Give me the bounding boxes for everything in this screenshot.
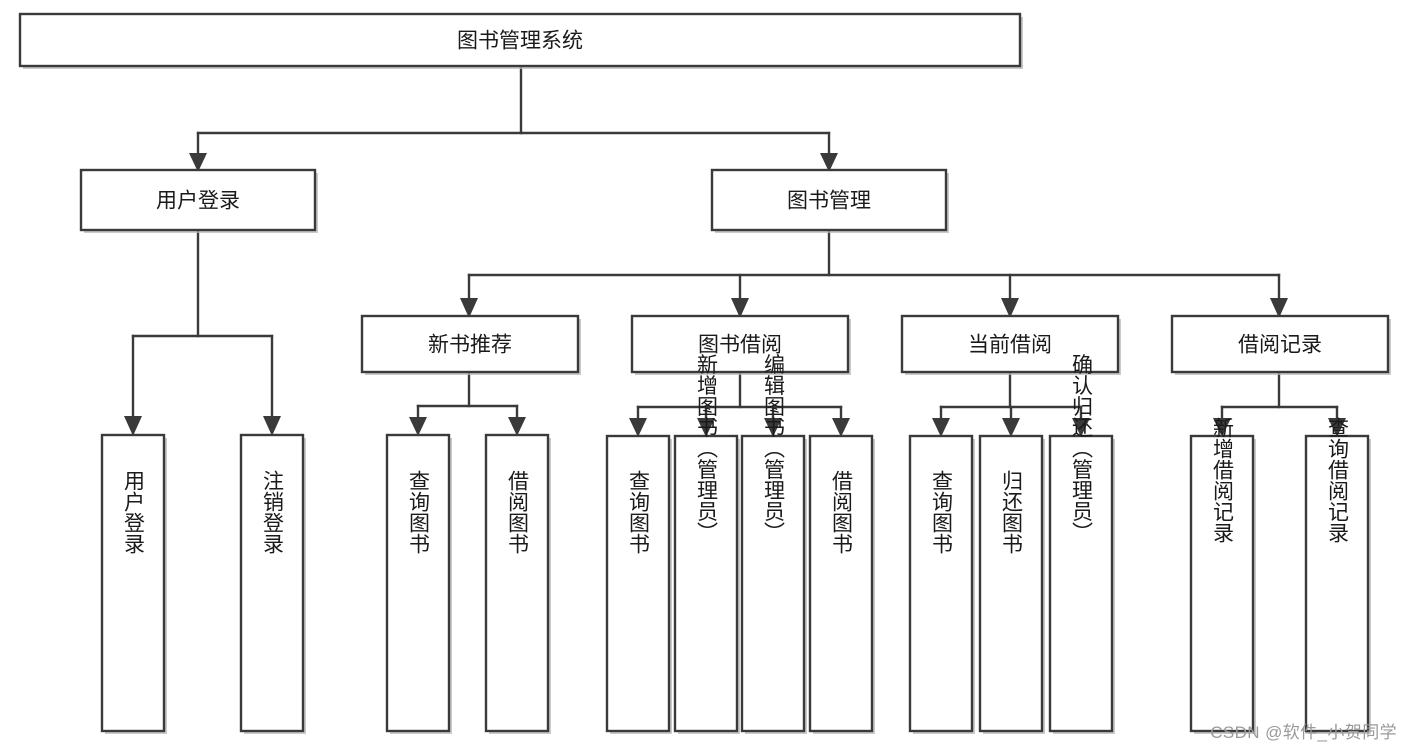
leaf-label: 注销登录 — [261, 470, 285, 554]
arrow-head-current-borrow — [1001, 298, 1019, 318]
node-leaf-br-add-record[interactable]: 新增借阅记录 — [1189, 417, 1256, 734]
leaf-box — [978, 434, 1044, 733]
node-new-book-recommend[interactable]: 新书推荐 — [360, 314, 581, 375]
node-leaf-cb-confirm-return[interactable]: 确认归还（管理员） — [1048, 354, 1115, 735]
leaf-label: 借阅图书 — [506, 470, 530, 554]
node-root-label: 图书管理系统 — [457, 30, 583, 53]
leaf-box — [808, 434, 874, 733]
leaf-label: 确认归还（管理员） — [1070, 354, 1094, 543]
node-borrow-record-box — [1170, 314, 1390, 374]
leaf-label: 查询图书 — [930, 470, 954, 554]
arrow-head-bb-leaf-2 — [697, 418, 715, 437]
leaf-label: 查询借阅记录 — [1326, 417, 1350, 543]
node-book-manage-box — [710, 168, 948, 232]
leaf-box — [385, 433, 451, 733]
node-leaf-logout[interactable]: 注销登录 — [239, 433, 306, 734]
arrow-head-br-leaf-2 — [1328, 418, 1346, 437]
leaf-box — [673, 434, 739, 733]
leaf-label: 新增图书（管理员） — [695, 354, 719, 543]
leaf-box — [605, 434, 671, 733]
node-leaf-user-login[interactable]: 用户登录 — [100, 433, 167, 734]
leaf-box — [1189, 434, 1255, 733]
node-borrow-record-label: 借阅记录 — [1238, 334, 1322, 357]
node-current-borrow-box — [900, 314, 1120, 374]
arrow-head-nb-leaf-2 — [508, 417, 526, 436]
leaf-box — [239, 433, 305, 733]
arrow-head-leaf-logout — [263, 416, 281, 436]
arrow-head-nb-leaf-1 — [409, 417, 427, 436]
node-book-borrow[interactable]: 图书借阅 — [630, 314, 851, 375]
node-leaf-cb-return-book[interactable]: 归还图书 — [978, 434, 1045, 734]
node-leaf-bb-borrow-book[interactable]: 借阅图书 — [808, 434, 875, 734]
node-new-book-label: 新书推荐 — [428, 334, 512, 357]
node-leaf-bb-query-book[interactable]: 查询图书 — [605, 434, 672, 734]
leaf-label: 归还图书 — [1000, 470, 1024, 554]
node-borrow-record[interactable]: 借阅记录 — [1170, 314, 1391, 375]
arrow-head-leaf-user-login — [124, 416, 142, 436]
leaf-box — [740, 434, 806, 733]
leaf-box — [484, 433, 550, 733]
node-book-manage-label: 图书管理 — [787, 190, 871, 213]
leaf-label: 编辑图书（管理员） — [762, 354, 786, 543]
arrow-head-user-login — [189, 153, 207, 172]
node-new-book-box — [360, 314, 580, 374]
leaf-label: 新增借阅记录 — [1211, 417, 1235, 543]
node-leaf-nb-borrow-book[interactable]: 借阅图书 — [484, 433, 551, 734]
leaf-label: 查询图书 — [407, 470, 431, 554]
arrow-head-cb-leaf-3 — [1072, 418, 1090, 437]
arrow-head-borrow-record — [1270, 298, 1288, 318]
csdn-watermark: CSDN @软件_小贺同学 — [1210, 723, 1397, 742]
node-leaf-br-query-record[interactable]: 查询借阅记录 — [1304, 417, 1371, 734]
arrow-head-book-manage — [820, 153, 838, 172]
node-leaf-cb-query-book[interactable]: 查询图书 — [908, 434, 975, 734]
node-book-borrow-box — [630, 314, 850, 374]
leaf-label: 查询图书 — [627, 470, 651, 554]
connector-layer — [124, 66, 1346, 437]
leaf-box — [100, 433, 166, 733]
leaf-box — [908, 434, 974, 733]
arrow-head-cb-leaf-2 — [1002, 418, 1020, 437]
arrow-head-br-leaf-1 — [1213, 418, 1231, 437]
arrow-head-bb-leaf-1 — [629, 418, 647, 437]
arrow-head-book-borrow — [731, 298, 749, 318]
node-book-borrow-label: 图书借阅 — [698, 334, 782, 357]
node-book-manage[interactable]: 图书管理 — [710, 168, 949, 233]
arrow-head-bb-leaf-3 — [764, 418, 782, 437]
leaf-box — [1048, 434, 1114, 733]
node-root[interactable]: 图书管理系统 — [18, 12, 1023, 69]
node-user-login[interactable]: 用户登录 — [79, 168, 318, 233]
node-leaf-bb-add-book[interactable]: 新增图书（管理员） — [673, 354, 740, 735]
arrow-head-bb-leaf-4 — [832, 418, 850, 437]
arrow-head-new-book — [460, 298, 478, 318]
node-leaf-bb-edit-book[interactable]: 编辑图书（管理员） — [740, 354, 807, 735]
arrow-head-cb-leaf-1 — [932, 418, 950, 437]
leaf-label: 借阅图书 — [830, 470, 854, 554]
node-user-login-label: 用户登录 — [156, 190, 240, 213]
node-root-box — [18, 12, 1022, 68]
node-leaf-nb-query-book[interactable]: 查询图书 — [385, 433, 452, 734]
node-user-login-box — [79, 168, 317, 232]
node-current-borrow[interactable]: 当前借阅 — [900, 314, 1121, 375]
leaf-box — [1304, 434, 1370, 733]
leaf-label: 用户登录 — [122, 470, 146, 554]
node-current-borrow-label: 当前借阅 — [968, 334, 1052, 357]
